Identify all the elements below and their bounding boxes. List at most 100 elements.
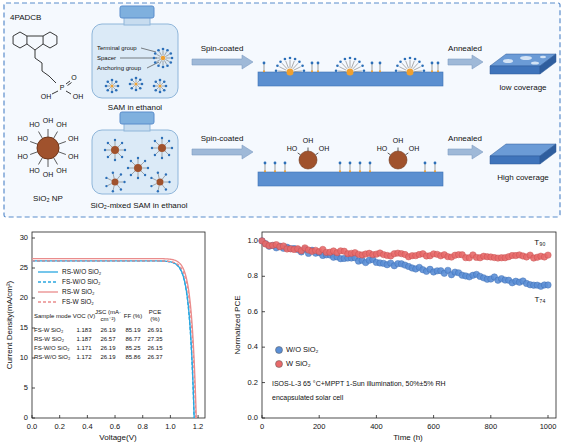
legend-label: RS-W SiO₂ bbox=[62, 288, 95, 295]
panel-frame bbox=[4, 3, 560, 217]
table-cell: 26.57 bbox=[100, 336, 115, 343]
table-cell: PCE (%) bbox=[144, 309, 166, 322]
oh-bond bbox=[315, 153, 318, 155]
jv-plot-frame bbox=[32, 232, 205, 418]
legend-swatch bbox=[276, 347, 283, 354]
group-label: HO bbox=[29, 167, 40, 175]
oh-bond bbox=[308, 148, 309, 152]
table-cell: RS-W/O SiO₂ bbox=[34, 354, 70, 361]
sam-molecule bbox=[317, 62, 320, 73]
film-high bbox=[490, 144, 556, 164]
table-cell: 26.91 bbox=[147, 327, 162, 334]
sam-molecule bbox=[311, 62, 314, 73]
sam-molecule bbox=[379, 62, 382, 73]
axis-tick: 0.8 bbox=[248, 272, 258, 281]
sam-molecule bbox=[359, 162, 362, 173]
axis-tick: 0.4 bbox=[82, 423, 92, 432]
axis-tick: 15 bbox=[20, 324, 28, 333]
node-label: low coverage bbox=[499, 83, 546, 92]
sam-micelle bbox=[335, 57, 365, 76]
axis-tick: 0.8 bbox=[138, 423, 148, 432]
sam-micelle bbox=[395, 57, 425, 76]
legend-label: W/O SiO₂ bbox=[286, 346, 319, 355]
group-label: OH bbox=[56, 167, 67, 175]
table-cell: Sample mode bbox=[34, 313, 71, 320]
axis-tick: 0.2 bbox=[248, 378, 258, 387]
legend-line-sample bbox=[38, 301, 58, 302]
legend-label: RS-W/O SiO₂ bbox=[62, 268, 101, 275]
axis-tick: 0.4 bbox=[248, 343, 258, 352]
sam-molecule bbox=[369, 162, 372, 173]
group-label: OH bbox=[43, 171, 54, 179]
axis-tick: 200 bbox=[313, 423, 326, 432]
sio2-particle bbox=[150, 172, 170, 193]
sio2-particle bbox=[104, 139, 126, 161]
film-low bbox=[490, 54, 556, 74]
table-cell: FS-W SiO₂ bbox=[34, 327, 63, 334]
table-cell: 1.171 bbox=[76, 345, 91, 352]
jv-curve bbox=[32, 259, 196, 418]
axis-title: Current Density(mA/cm²) bbox=[5, 281, 14, 369]
stability-plot-frame bbox=[262, 232, 556, 418]
table-cell: FS-W/O SiO₂ bbox=[34, 345, 70, 352]
sam-micelle bbox=[153, 79, 168, 94]
stability-points-w bbox=[259, 238, 551, 262]
axis-ticks bbox=[32, 238, 548, 418]
structure-label: OH bbox=[41, 93, 52, 101]
sam-molecule bbox=[339, 162, 342, 173]
group-label: OH bbox=[303, 137, 314, 145]
legend-label: FS-W/O SiO₂ bbox=[62, 278, 101, 285]
table-cell: VOC (V) bbox=[72, 313, 96, 320]
illustration-detail bbox=[30, 48, 556, 418]
sam-micelle bbox=[105, 79, 120, 94]
solution-bottle: SAM in ethanol bbox=[88, 4, 182, 112]
sam-bottle bbox=[92, 6, 178, 98]
group-label: OH bbox=[68, 135, 79, 143]
film-result: High coverage bbox=[486, 138, 560, 182]
legend-line-sample bbox=[38, 291, 58, 292]
table-cell: 27.35 bbox=[147, 336, 162, 343]
mixed-bottle bbox=[92, 112, 178, 194]
axis-tick: 30 bbox=[20, 234, 28, 243]
axis-tick: 0.2 bbox=[54, 423, 64, 432]
solution-bottle: SiO₂-mixed SAM in ethanol bbox=[84, 110, 194, 210]
axis-tick: 0.0 bbox=[27, 423, 37, 432]
legend-line-sample bbox=[38, 271, 58, 272]
substrate bbox=[258, 72, 443, 186]
sam-micelle bbox=[275, 57, 305, 76]
node-label: SiO₂-mixed SAM in ethanol bbox=[91, 201, 188, 210]
axis-tick: 0 bbox=[24, 414, 28, 423]
group-label: SiO₂ NP bbox=[33, 194, 63, 203]
sam-molecule bbox=[274, 162, 277, 173]
sio2-particle bbox=[105, 172, 125, 193]
sio2-particle bbox=[151, 137, 173, 159]
structure-label: 4PADCB bbox=[10, 13, 41, 22]
step-label: Spin-coated bbox=[201, 44, 244, 53]
sam-molecule bbox=[349, 162, 352, 173]
sam-molecule bbox=[437, 62, 440, 73]
node-label: SAM in ethanol bbox=[108, 103, 162, 112]
oh-bond bbox=[298, 153, 301, 155]
sam-molecule bbox=[264, 162, 267, 173]
sam-molecule bbox=[371, 62, 374, 73]
sam-molecule bbox=[284, 162, 287, 173]
film-result: low coverage bbox=[486, 48, 560, 92]
group-label: OH bbox=[43, 117, 54, 125]
axis-tick: 20 bbox=[20, 294, 28, 303]
table-cell: 26.19 bbox=[100, 354, 115, 361]
group-label: HO bbox=[29, 121, 40, 129]
table-cell: 26.19 bbox=[100, 327, 115, 334]
axis-title: Time (h) bbox=[393, 433, 422, 442]
table-cell: 86.77 bbox=[125, 336, 140, 343]
axis-tick: 0.0 bbox=[248, 414, 258, 423]
group-label: OH bbox=[393, 137, 404, 145]
sam-micelle bbox=[129, 77, 144, 92]
table-cell: 85.25 bbox=[125, 345, 140, 352]
table-cell: 1.172 bbox=[76, 354, 91, 361]
oh-bond bbox=[398, 148, 399, 152]
group-label: HO bbox=[17, 135, 28, 143]
callout-label: Anchoring group bbox=[97, 65, 141, 72]
